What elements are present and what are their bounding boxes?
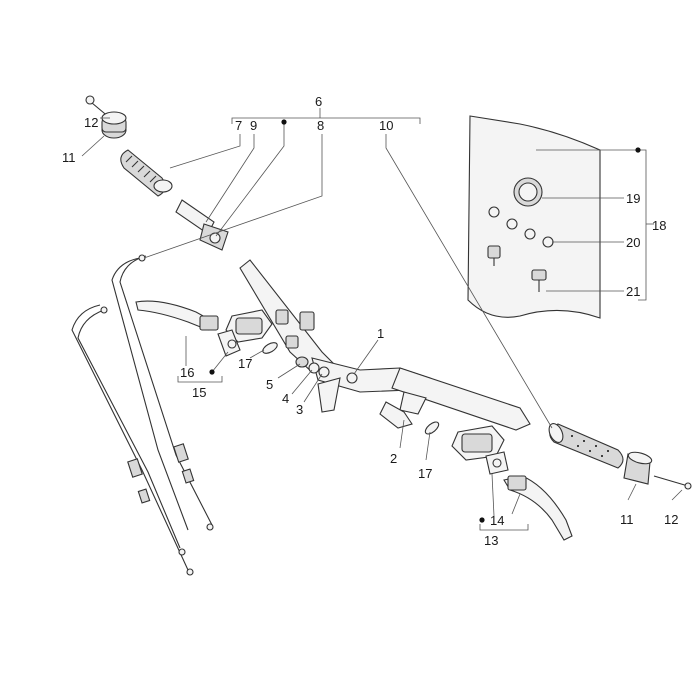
callout-20: 20	[626, 235, 640, 250]
callout-12-left: 12	[84, 115, 98, 130]
callout-9: 9	[250, 118, 257, 133]
leader-lines	[81, 108, 683, 531]
throttle-control	[175, 199, 229, 251]
left-master-cylinder	[217, 309, 273, 357]
seal-ring-left	[262, 342, 278, 354]
plug-20	[487, 245, 501, 266]
callout-7: 7	[235, 118, 242, 133]
right-grip	[548, 423, 624, 469]
left-grip	[120, 149, 173, 197]
handlebar-frame	[239, 259, 531, 431]
callout-19: 19	[626, 191, 640, 206]
callout-15: 15	[192, 385, 206, 400]
callout-14: 14	[490, 513, 504, 528]
callout-10: 10	[379, 118, 393, 133]
reference-dots	[209, 119, 641, 523]
callout-13: 13	[484, 533, 498, 548]
right-brake-lever	[503, 475, 573, 541]
callout-11-right: 11	[620, 512, 634, 527]
left-brake-lever	[135, 300, 219, 331]
callout-4: 4	[282, 391, 289, 406]
callout-8: 8	[317, 118, 324, 133]
callout-16: 16	[180, 365, 194, 380]
right-master-cylinder	[451, 425, 509, 475]
bar-end-screw-right	[653, 475, 692, 490]
callout-3: 3	[296, 402, 303, 417]
callout-17-left: 17	[238, 356, 252, 371]
fitting-21	[531, 269, 547, 292]
bar-end-weight-right	[623, 451, 653, 485]
callout-11-left: 11	[62, 150, 76, 165]
bar-end-weight-left	[101, 111, 127, 139]
seal-ring-right	[424, 421, 440, 435]
callout-labels: 1 2 3 4 5 6 7 8 9 10 11 11 12 12 13 14 1…	[62, 94, 678, 548]
callout-12-right: 12	[664, 512, 678, 527]
throttle-cables	[71, 254, 214, 576]
callout-6: 6	[315, 94, 322, 109]
callout-1: 1	[377, 326, 384, 341]
callout-2: 2	[390, 451, 397, 466]
callout-21: 21	[626, 284, 640, 299]
callout-17-right: 17	[418, 466, 432, 481]
callout-18: 18	[652, 218, 666, 233]
callout-5: 5	[266, 377, 273, 392]
cover-panel	[467, 115, 601, 319]
